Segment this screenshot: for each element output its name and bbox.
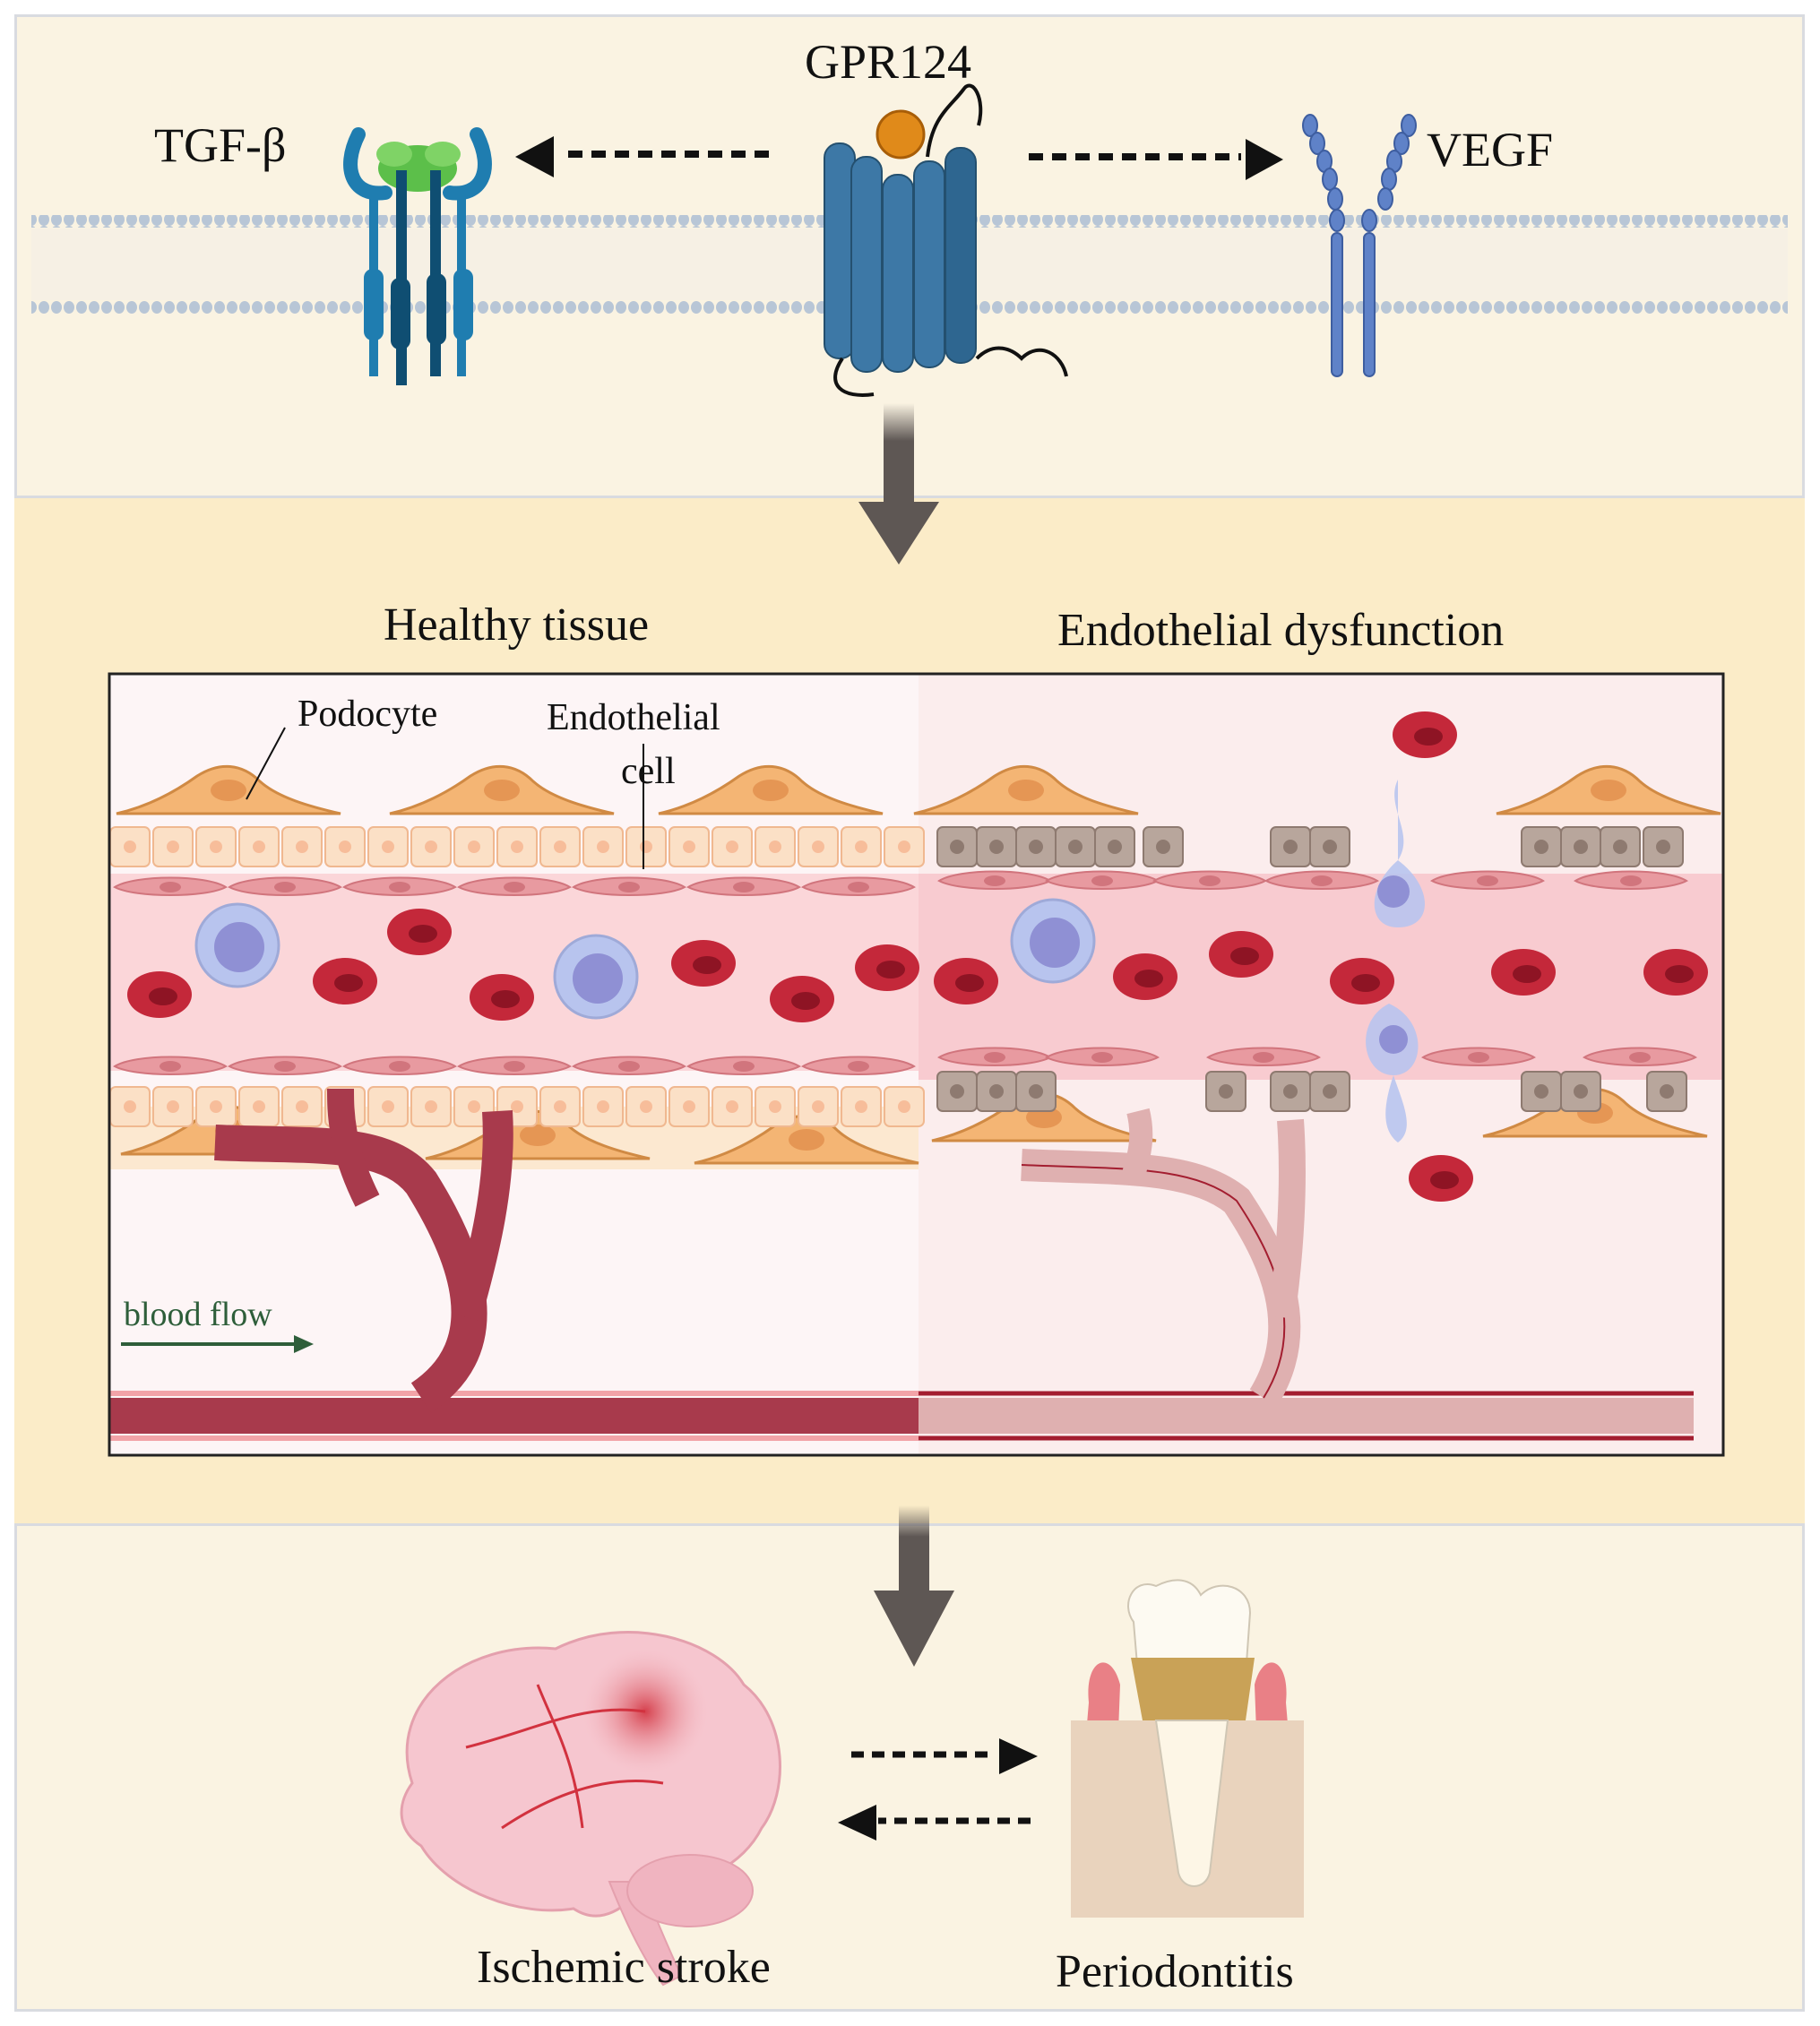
endothelial-label-line1: Endothelial <box>547 697 720 738</box>
smooth-muscle-cell <box>458 1056 571 1075</box>
heading-healthy-tissue: Healthy tissue <box>384 599 650 651</box>
tgf-beta-label: TGF-β <box>154 118 287 172</box>
heading-endothelial-dysfunction: Endothelial dysfunction <box>1057 605 1505 656</box>
endothelial-cell <box>324 826 366 867</box>
tgf-beta-receptor-icon <box>343 127 492 385</box>
gpr124-receptor-icon <box>824 83 1068 397</box>
arrow-periodontitis-to-stroke <box>838 1805 1031 1841</box>
endothelial-cell <box>367 826 409 867</box>
endothelial-cell <box>152 1086 194 1127</box>
podocyte-label: Podocyte <box>298 694 438 735</box>
endothelial-cell <box>410 1086 452 1127</box>
endothelial-cell <box>712 1086 753 1127</box>
endothelial-cell <box>238 826 280 867</box>
arrow-stroke-to-periodontitis <box>851 1738 1038 1774</box>
healthy-endothelial-layer-top <box>109 826 925 867</box>
endothelial-cell <box>884 826 925 867</box>
endothelial-cell <box>109 1086 151 1127</box>
gpr124-label: GPR124 <box>805 35 972 89</box>
endothelial-cell <box>152 826 194 867</box>
endothelial-cell <box>539 1086 581 1127</box>
smooth-muscle-cell <box>343 1056 456 1075</box>
endothelial-cell <box>841 826 882 867</box>
endothelial-cell <box>410 826 452 867</box>
smooth-muscle-cell <box>114 1056 227 1075</box>
smooth-muscle-cell <box>687 876 800 896</box>
smooth-muscle-cell <box>687 1056 800 1075</box>
endothelial-cell <box>841 1086 882 1127</box>
endothelial-cell <box>582 1086 624 1127</box>
endothelial-cell <box>798 826 839 867</box>
down-arrow-to-outcomes <box>874 1505 954 1667</box>
smooth-muscle-cell <box>229 876 341 896</box>
healthy-endothelial-layer-bottom <box>109 1086 925 1127</box>
endothelial-cell <box>582 826 624 867</box>
leaking-fluid <box>1366 780 1425 1142</box>
endothelial-label-line2: cell <box>621 751 676 792</box>
smooth-muscle-cell <box>343 876 456 896</box>
podocyte-leader-line <box>246 727 286 800</box>
blood-flow-arrow <box>121 1335 314 1353</box>
endothelial-cell <box>367 1086 409 1127</box>
endothelial-cell <box>668 1086 710 1127</box>
down-arrow-to-tissue <box>858 403 939 565</box>
endothelial-cell <box>625 1086 667 1127</box>
endothelial-cell <box>712 826 753 867</box>
smooth-muscle-cell <box>573 876 686 896</box>
endothelial-cell <box>496 826 538 867</box>
smooth-muscle-cell <box>802 1056 915 1075</box>
endothelial-cell <box>453 826 495 867</box>
endothelial-cell <box>539 826 581 867</box>
endothelial-cell <box>281 1086 323 1127</box>
vegf-receptor-icon <box>1302 114 1417 377</box>
arrow-gpr124-to-vegf <box>1029 139 1283 180</box>
periodontitis-label: Periodontitis <box>1056 1946 1294 1997</box>
ischemic-stroke-label: Ischemic stroke <box>477 1942 771 1993</box>
endothelial-cell <box>798 1086 839 1127</box>
endothelial-cell <box>195 1086 237 1127</box>
endothelial-cell <box>281 826 323 867</box>
smooth-muscle-cell <box>458 876 571 896</box>
smooth-muscle-cell <box>573 1056 686 1075</box>
endothelial-cell <box>668 826 710 867</box>
blood-flow-label: blood flow <box>124 1296 272 1333</box>
vegf-label: VEGF <box>1427 123 1554 177</box>
endothelial-cell <box>625 826 667 867</box>
arrow-gpr124-to-tgf-beta <box>515 136 769 177</box>
tissue-box-border <box>108 672 1725 1457</box>
endothelial-cell <box>884 1086 925 1127</box>
dysfunction-blood-vessel <box>919 1108 1694 1441</box>
endothelial-cell <box>238 1086 280 1127</box>
smooth-muscle-cell <box>114 876 227 896</box>
endothelial-cell <box>755 1086 796 1127</box>
healthy-blood-vessel <box>109 1088 919 1441</box>
brain-icon <box>400 1630 781 1987</box>
smooth-muscle-cell <box>229 1056 341 1075</box>
smooth-muscle-cell <box>802 876 915 896</box>
endothelial-cell <box>755 826 796 867</box>
endothelial-cell <box>109 826 151 867</box>
endothelial-cell <box>195 826 237 867</box>
tooth-icon <box>1071 1579 1304 1918</box>
